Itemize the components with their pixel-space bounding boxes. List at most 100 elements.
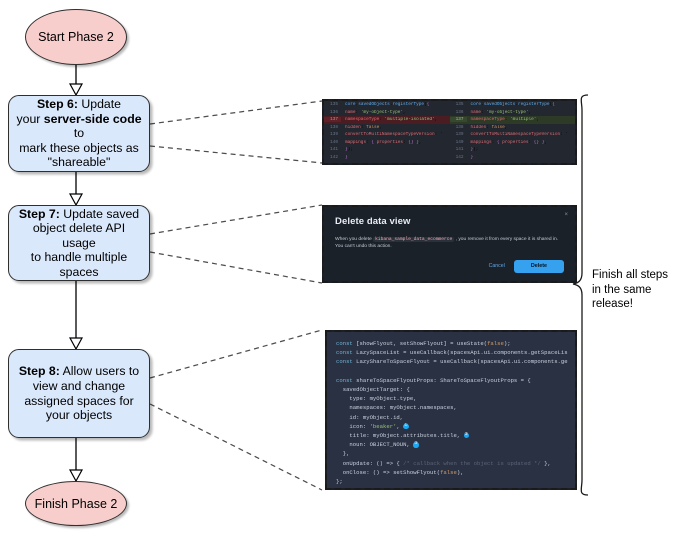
leader-step8-top: [149, 329, 323, 379]
delete-dialog: × Delete data view When you delete kiban…: [324, 207, 575, 281]
line-number: 141: [455, 147, 464, 153]
dialog-body-post: , you remove it from every space it is s…: [335, 237, 559, 250]
diff-line: 141});: [324, 146, 450, 154]
code-line: const LazyShareToSpaceFlyout = useCallba…: [336, 358, 568, 366]
line-code: }: [345, 154, 348, 160]
cancel-button[interactable]: Cancel: [488, 263, 505, 270]
diff-line: 140 mappings: { properties: {} },: [450, 139, 576, 147]
line-number: 135: [330, 102, 338, 108]
step6-line1: Update: [77, 97, 122, 112]
leader-step6-top: [149, 100, 323, 125]
node-step-7[interactable]: Step 7: Update saved object delete API u…: [8, 205, 150, 281]
line-number: 141: [330, 147, 338, 153]
line-code: });: [470, 147, 479, 153]
line-number: 142: [455, 154, 464, 160]
diff-line: 139 convertToMultiNamespaceTypeVersion: …: [450, 131, 576, 139]
step8-line3: assigned spaces for: [24, 393, 134, 408]
line-number: 138: [330, 124, 338, 130]
release-note: Finish all steps in the same release!: [592, 268, 690, 312]
code-line: onClose: () => setShowFlyout(false),: [336, 468, 464, 476]
step6-line2-pre: your: [16, 111, 44, 126]
code-line: };: [336, 478, 343, 486]
close-icon[interactable]: ×: [564, 212, 568, 218]
diff-line: 136 name: 'my-object-type',: [324, 109, 450, 117]
dialog-title: Delete data view: [335, 216, 411, 227]
note-line-2: in the same: [592, 283, 652, 296]
code-line: icon: 'beaker', ①: [336, 422, 409, 430]
step7-line1: Update saved: [59, 206, 140, 221]
dialog-object-name: kibana_sample_data_ecommerce: [373, 237, 455, 242]
line-code: name: 'my-object-type',: [470, 109, 532, 115]
line-code: hidden: false,: [470, 124, 508, 130]
node-start-phase-2[interactable]: Start Phase 2: [25, 9, 127, 65]
code-line: const [showFlyout, setShowFlyout] = useS…: [336, 340, 511, 347]
step6-prefix: Step 6:: [36, 97, 78, 112]
diff-line: 137 namespaceType: 'multiple-isolated',: [324, 116, 450, 124]
note-line-1: Finish all steps: [592, 269, 669, 281]
step8-line4: your objects: [45, 408, 113, 423]
code-line: title: myObject.attributes.title, ②: [336, 432, 470, 440]
dialog-body: When you delete kibana_sample_data_ecomm…: [335, 236, 564, 251]
line-code: mappings: { properties: {} },: [470, 139, 548, 145]
line-code: mappings: { properties: {} },: [345, 139, 422, 145]
line-number: 137: [324, 117, 341, 123]
line-code: convertToMultiNamespaceTypeVersion: ': [470, 132, 569, 138]
diff-line: 142}: [324, 154, 450, 162]
leader-step8-bottom: [149, 403, 323, 491]
diff-line: 138 hidden: false,: [450, 124, 576, 132]
screenshot-share-to-space-flyout-code[interactable]: const [showFlyout, setShowFlyout] = useS…: [325, 330, 577, 490]
step8-line2: view and change: [32, 378, 126, 393]
node-finish-phase-2[interactable]: Finish Phase 2: [25, 481, 127, 526]
code-line: namespaces: myObject.namespaces,: [336, 404, 457, 412]
diff-line: 136 name: 'my-object-type',: [450, 109, 576, 117]
line-number: 136: [330, 109, 338, 115]
line-code: namespaceType: 'multiple',: [470, 117, 540, 123]
leader-step7-top: [149, 204, 323, 235]
code-line: onUpdate: () => { /* callback when the o…: [336, 459, 551, 467]
line-code: namespaceType: 'multiple-isolated',: [345, 117, 438, 123]
line-number: 138: [455, 124, 464, 130]
line-number: 140: [330, 139, 338, 145]
step6-line2-post: to: [73, 126, 85, 141]
code-line: const shareToSpaceFlyoutProps: ShareToSp…: [336, 376, 531, 384]
note-line-3: release!: [592, 298, 633, 310]
line-number: 137: [449, 117, 467, 123]
line-code: core.savedObjects.registerType({: [345, 102, 430, 108]
leader-step7-bottom: [149, 251, 323, 284]
line-number: 139: [455, 132, 464, 138]
step7-line3: to handle multiple spaces: [30, 250, 128, 279]
step6-line4: "shareable": [47, 155, 111, 170]
code-line: type: myObject.type,: [336, 395, 417, 403]
line-code: }: [470, 154, 474, 160]
step6-line3: mark these objects as: [19, 140, 139, 155]
node-step-6[interactable]: Step 6: Update your server-side code to …: [8, 95, 150, 172]
diff-line: 141});: [450, 146, 576, 154]
line-code: name: 'my-object-type',: [345, 109, 406, 115]
diff-line: 137 namespaceType: 'multiple',: [449, 116, 575, 124]
leader-step6-bottom: [149, 145, 323, 164]
dialog-body-pre: When you delete: [335, 237, 374, 242]
step7-line2: object delete API usage: [32, 221, 126, 250]
line-code: convertToMultiNamespaceTypeVersion: ': [345, 132, 443, 138]
step8-line1: Allow users to: [59, 364, 140, 379]
screenshot-delete-data-view-dialog[interactable]: × Delete data view When you delete kiban…: [322, 205, 577, 283]
step6-line2-bold: server-side code: [43, 111, 142, 126]
line-number: 136: [455, 109, 464, 115]
line-code: hidden: false,: [345, 124, 382, 130]
code-line: const LazySpaceList = useCallback(spaces…: [336, 349, 568, 357]
code-line: id: myObject.id,: [336, 413, 404, 421]
code-line: savedObjectTarget: {: [336, 386, 410, 394]
code-line: },: [336, 450, 350, 458]
diff-line: 135 core.savedObjects.registerType({: [324, 101, 450, 109]
diff-line: 139 convertToMultiNamespaceTypeVersion: …: [324, 131, 450, 139]
node-finish-label: Finish Phase 2: [34, 496, 118, 511]
code-line: noun: OBJECT_NOUN, ③: [336, 441, 419, 449]
node-step-8[interactable]: Step 8: Allow users to view and change a…: [8, 349, 150, 438]
delete-button[interactable]: Delete: [513, 259, 564, 273]
